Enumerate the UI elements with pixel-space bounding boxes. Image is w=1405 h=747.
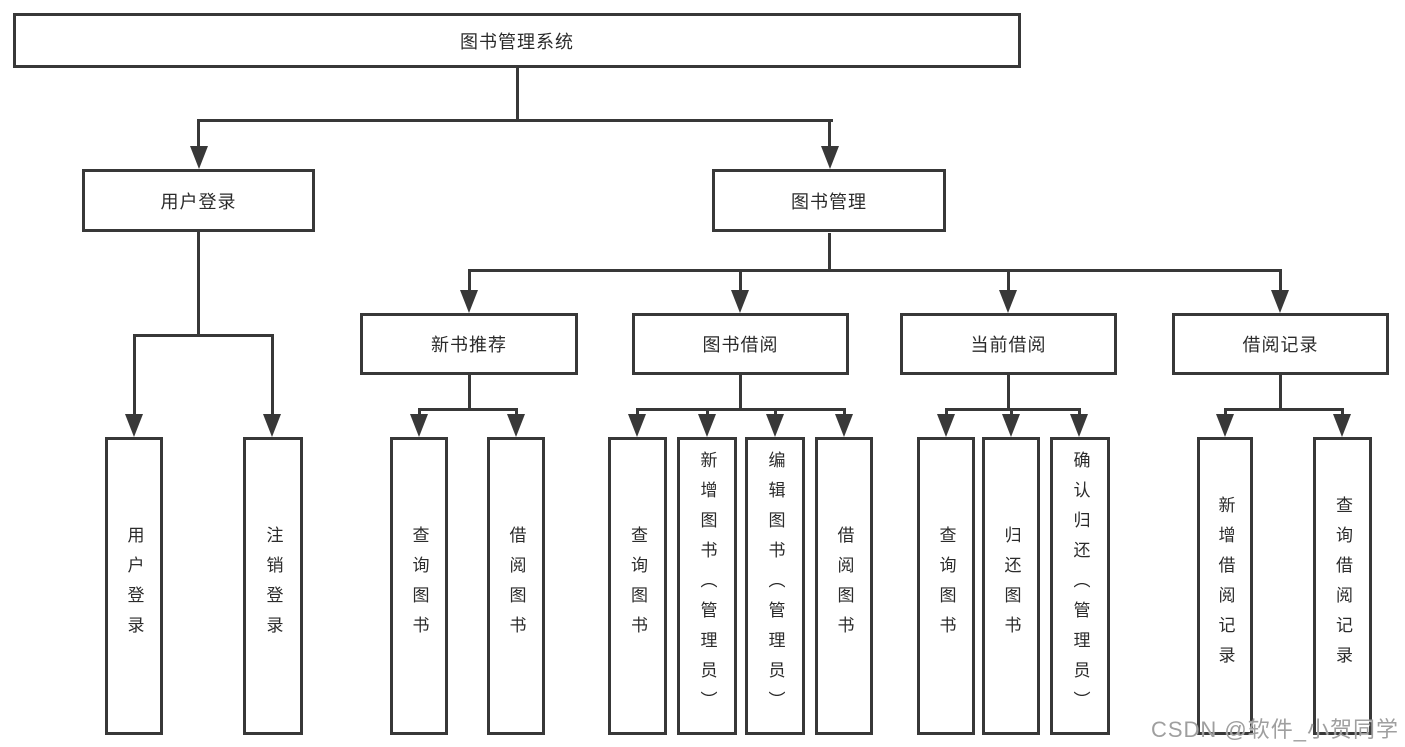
leaf-add-books-admin: 新增图书（管理员）	[677, 437, 737, 735]
connector-level2-bar	[197, 119, 833, 122]
leaf-query-books-borrow-label: 查询图书	[628, 526, 647, 646]
arrowhead-down-icon	[698, 414, 716, 437]
leaf-borrow-books-recommend: 借阅图书	[487, 437, 545, 735]
leaf-add-borrow-record: 新增借阅记录	[1197, 437, 1253, 735]
node-new-book-recommend: 新书推荐	[360, 313, 578, 375]
csdn-watermark: CSDN @软件_小贺同学	[1150, 717, 1399, 742]
leaf-edit-books-admin-label: 编辑图书（管理员）	[765, 451, 785, 721]
arrowhead-down-icon	[263, 414, 281, 437]
leaf-query-books-recommend-label: 查询图书	[409, 526, 429, 646]
node-root-label: 图书管理系统	[460, 31, 574, 52]
connector-level3-drop	[739, 269, 742, 291]
connector-leaf-drop	[1010, 408, 1013, 417]
node-current-borrow-label: 当前借阅	[970, 335, 1047, 355]
leaf-borrow-books-label: 借阅图书	[834, 526, 854, 646]
arrowhead-down-icon	[1333, 414, 1351, 437]
connector-leaf-drop	[133, 334, 136, 417]
arrowhead-down-icon	[1271, 290, 1289, 313]
connector-leaf-drop	[636, 408, 639, 417]
node-current-borrow: 当前借阅	[900, 313, 1117, 375]
connector-root-stem	[516, 67, 519, 121]
leaf-confirm-return-admin-label: 确认归还（管理员）	[1070, 451, 1090, 721]
leaf-add-books-admin-label: 新增图书（管理员）	[697, 451, 717, 721]
arrowhead-down-icon	[1070, 414, 1088, 437]
node-new-book-recommend-label: 新书推荐	[431, 335, 507, 355]
arrowhead-down-icon	[460, 290, 478, 313]
node-borrow-record: 借阅记录	[1172, 313, 1389, 375]
connector-leaf-drop	[774, 408, 777, 417]
connector-book-borrow-stem	[739, 374, 742, 410]
leaf-add-borrow-record-label: 新增借阅记录	[1215, 496, 1235, 676]
node-book-management: 图书管理	[712, 169, 946, 232]
connector-user-login-drop	[197, 119, 200, 149]
arrowhead-down-icon	[507, 414, 525, 437]
leaf-return-books: 归还图书	[982, 437, 1040, 735]
leaf-edit-books-admin: 编辑图书（管理员）	[745, 437, 805, 735]
connector-new-book-bar	[418, 408, 518, 411]
connector-borrow-record-stem	[1279, 374, 1282, 410]
leaf-borrow-books: 借阅图书	[815, 437, 873, 735]
arrowhead-down-icon	[628, 414, 646, 437]
leaf-query-books-recommend: 查询图书	[390, 437, 448, 735]
leaf-query-borrow-record-label: 查询借阅记录	[1333, 496, 1352, 676]
connector-book-borrow-bar	[636, 408, 846, 411]
connector-borrow-record-bar	[1224, 408, 1344, 411]
arrowhead-down-icon	[999, 290, 1017, 313]
leaf-logout-label: 注销登录	[263, 526, 283, 646]
connector-new-book-stem	[468, 374, 471, 410]
connector-book-management-stem	[828, 233, 831, 271]
node-user-login-label: 用户登录	[160, 191, 237, 212]
arrowhead-down-icon	[125, 414, 143, 437]
connector-level3-drop	[1007, 269, 1010, 291]
leaf-query-books-borrow: 查询图书	[608, 437, 667, 735]
node-user-login: 用户登录	[82, 169, 315, 232]
connector-current-borrow-bar	[945, 408, 1081, 411]
leaf-return-books-label: 归还图书	[1001, 526, 1021, 646]
arrowhead-down-icon	[1002, 414, 1020, 437]
connector-level3-bar	[468, 269, 1281, 272]
arrowhead-down-icon	[835, 414, 853, 437]
arrowhead-down-icon	[937, 414, 955, 437]
leaf-query-books-current-label: 查询图书	[936, 526, 956, 646]
connector-leaf-drop	[1341, 408, 1344, 417]
leaf-confirm-return-admin: 确认归还（管理员）	[1050, 437, 1110, 735]
connector-level3-drop	[468, 269, 471, 291]
connector-book-management-drop	[828, 119, 831, 149]
connector-leaf-drop	[945, 408, 948, 417]
node-book-borrow-label: 图书借阅	[702, 335, 779, 355]
connector-leaf-drop	[271, 334, 274, 417]
leaf-logout: 注销登录	[243, 437, 303, 735]
connector-current-borrow-stem	[1007, 374, 1010, 410]
arrowhead-down-icon	[766, 414, 784, 437]
leaf-borrow-books-recommend-label: 借阅图书	[506, 526, 526, 646]
arrowhead-down-icon	[410, 414, 428, 437]
arrowhead-down-icon	[821, 146, 839, 169]
connector-leaf-drop	[843, 408, 846, 417]
leaf-user-login-label: 用户登录	[124, 526, 144, 646]
leaf-query-books-current: 查询图书	[917, 437, 975, 735]
arrowhead-down-icon	[190, 146, 208, 169]
connector-user-login-stem	[197, 231, 200, 336]
node-book-management-label: 图书管理	[791, 191, 867, 212]
connector-leaf-drop	[418, 408, 421, 417]
leaf-user-login: 用户登录	[105, 437, 163, 735]
connector-leaf-drop	[1078, 408, 1081, 417]
node-book-borrow: 图书借阅	[632, 313, 849, 375]
arrowhead-down-icon	[731, 290, 749, 313]
arrowhead-down-icon	[1216, 414, 1234, 437]
connector-user-login-bar	[133, 334, 274, 337]
connector-leaf-drop	[1224, 408, 1227, 417]
leaf-query-borrow-record: 查询借阅记录	[1313, 437, 1372, 735]
node-borrow-record-label: 借阅记录	[1242, 335, 1319, 355]
connector-leaf-drop	[706, 408, 709, 417]
connector-level3-drop	[1279, 269, 1282, 291]
connector-leaf-drop	[515, 408, 518, 417]
node-root: 图书管理系统	[13, 13, 1021, 68]
